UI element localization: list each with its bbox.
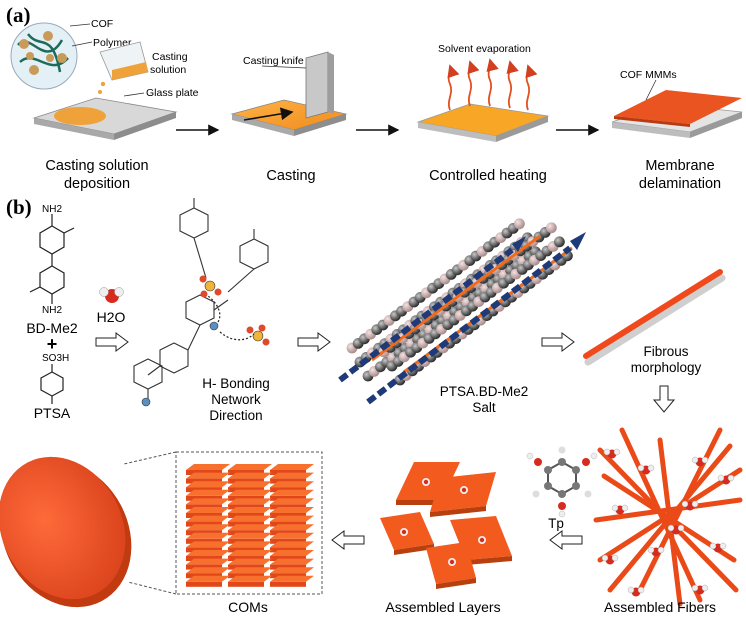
caption-hbond-line-1: H- Bonding xyxy=(202,376,270,391)
panel-b-label: (b) xyxy=(6,195,32,219)
caption-assembled-layers: Assembled Layers xyxy=(385,599,500,615)
zoom-line-top xyxy=(123,451,177,465)
callout-glass-plate: Glass plate xyxy=(146,87,199,99)
step-2-caption: Casting xyxy=(266,168,315,184)
step-4-caption-line-1: Membrane xyxy=(645,158,714,174)
zoom-line-bottom xyxy=(127,581,177,595)
step-1-caption-line-2: deposition xyxy=(64,176,130,192)
hbond-dashed-lines xyxy=(207,295,255,341)
bd-me2-structure xyxy=(29,214,75,304)
label-tp: Tp xyxy=(548,516,564,531)
panel-a-label: (a) xyxy=(6,3,31,27)
hollow-arrow-2 xyxy=(297,332,331,352)
ptsa-structure xyxy=(40,364,64,404)
label-plus: + xyxy=(47,334,58,354)
label-ptsa: PTSA xyxy=(34,405,71,421)
callout-casting-knife: Casting knife xyxy=(243,55,304,67)
caption-salt-line-2: Salt xyxy=(472,400,496,415)
cof-polymer-zoom-illustration xyxy=(10,22,78,90)
callout-solvent-evaporation: Solvent evaporation xyxy=(438,43,531,55)
hbond-atoms xyxy=(141,275,270,407)
water-molecule-icon xyxy=(99,287,124,303)
label-nh2-bottom: NH2 xyxy=(42,305,62,316)
hollow-arrow-1 xyxy=(95,332,129,352)
caption-assembled-fibers: Assembled Fibers xyxy=(604,599,716,615)
casting-knife-illustration xyxy=(230,51,348,136)
callout-cof: COF xyxy=(91,18,113,30)
caption-hbond-line-2: Network xyxy=(211,392,261,407)
step-1-caption-line-1: Casting solution xyxy=(45,158,148,174)
step-4-caption-line-2: delamination xyxy=(639,176,721,192)
caption-coms: COMs xyxy=(228,599,268,615)
hollow-arrow-down xyxy=(652,385,676,413)
hbond-network-structure xyxy=(133,198,269,399)
salt-direction-arrows xyxy=(338,232,586,405)
assembled-fibers-illustration xyxy=(593,427,743,607)
caption-salt-line-1: PTSA.BD-Me2 xyxy=(440,384,529,399)
tp-molecule xyxy=(526,446,598,518)
callout-casting-solution-1: Casting xyxy=(152,51,188,63)
assembled-layers-illustration xyxy=(380,462,512,589)
hollow-arrow-left-1 xyxy=(549,530,583,550)
label-h2o: H2O xyxy=(97,309,126,325)
step-3-caption: Controlled heating xyxy=(429,168,547,184)
hollow-arrow-left-2 xyxy=(331,530,365,550)
fibrous-morphology-rod xyxy=(583,269,726,366)
label-so3h: SO3H xyxy=(42,353,69,364)
callout-casting-solution-2: solution xyxy=(150,64,186,76)
label-nh2-top: NH2 xyxy=(42,204,62,215)
heating-illustration xyxy=(416,58,550,142)
coms-zoom-box xyxy=(175,451,323,595)
casting-beaker-illustration xyxy=(96,41,149,102)
salt-crystal-cylinders xyxy=(346,218,573,386)
callout-cof-mmms: COF MMMs xyxy=(620,69,677,81)
hollow-arrow-3 xyxy=(541,332,575,352)
label-bd-me2: BD-Me2 xyxy=(26,320,78,336)
coms-stack-illustration xyxy=(186,464,314,587)
caption-fibrous-line-2: morphology xyxy=(631,360,702,375)
membrane-delamination-illustration xyxy=(611,90,743,138)
cof-membrane-disk xyxy=(0,456,132,608)
callout-polymer: Polymer xyxy=(93,37,132,49)
caption-hbond-line-3: Direction xyxy=(209,408,262,423)
glass-plate-1 xyxy=(32,97,178,140)
caption-fibrous-line-1: Fibrous xyxy=(643,344,688,359)
